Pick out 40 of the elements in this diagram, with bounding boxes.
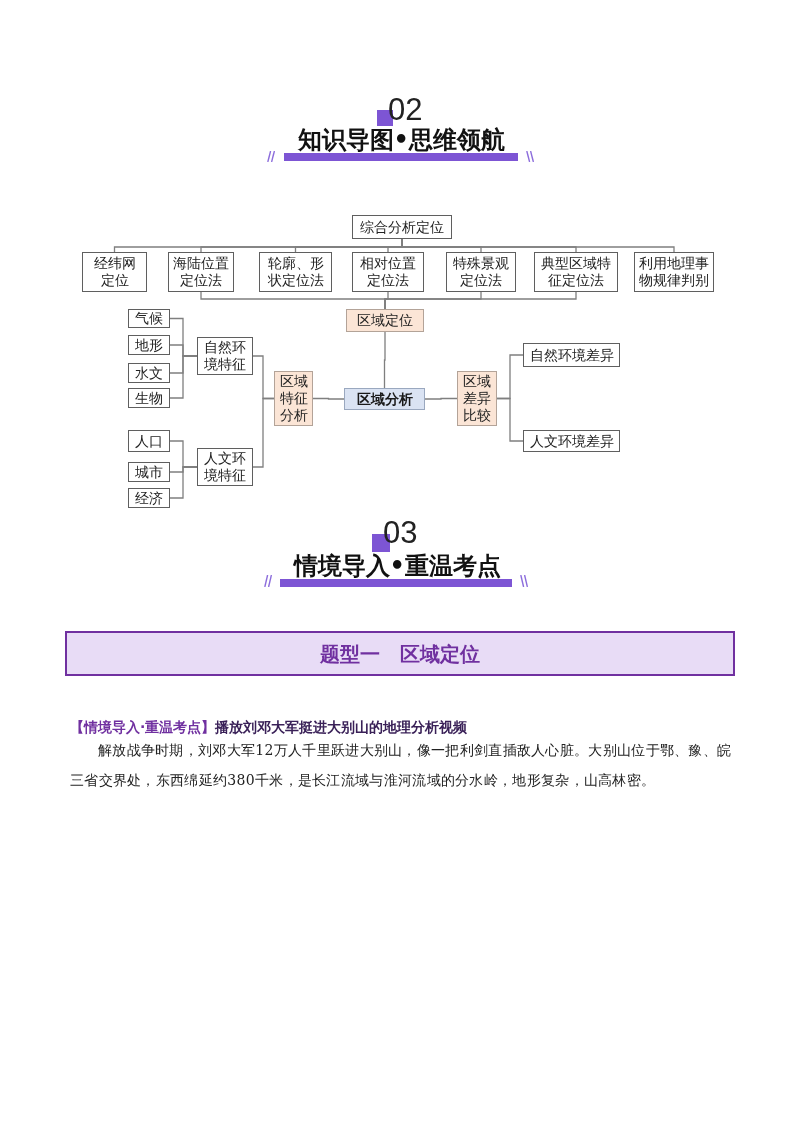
method-box: 特殊景观定位法	[446, 252, 516, 292]
topic-box: 区域定位	[346, 309, 424, 332]
section-number: 03	[383, 514, 418, 552]
connector-line	[384, 291, 577, 310]
leaf-box: 人文环境差异	[523, 430, 620, 452]
branch-box: 区域差异比较	[457, 371, 497, 426]
section-heading: 情境导入•重温考点	[293, 554, 501, 578]
connector-line	[424, 397, 458, 400]
method-box: 经纬网定位	[82, 252, 147, 292]
leaf-box: 经济	[128, 488, 170, 508]
leaf-box: 自然环境差异	[523, 343, 620, 367]
topic-box: 综合分析定位	[352, 215, 452, 239]
leaf-box: 人口	[128, 430, 170, 452]
method-box: 海陆位置定位法	[168, 252, 234, 292]
branch-box: 人文环境特征	[197, 448, 253, 486]
leaf-box: 水文	[128, 363, 170, 383]
method-box: 相对位置定位法	[352, 252, 424, 292]
leaf-box: 地形	[128, 335, 170, 355]
leaf-box: 城市	[128, 462, 170, 482]
subheading: 播放刘邓大军挺进大别山的地理分析视频	[215, 718, 467, 736]
method-box: 利用地理事物规律判别	[634, 252, 714, 292]
connector-line	[169, 466, 198, 499]
connector-line	[496, 397, 524, 442]
title-banner: 题型一 区域定位	[65, 631, 735, 676]
method-box: 轮廓、形状定位法	[259, 252, 332, 292]
leaf-box: 气候	[128, 309, 170, 328]
connector-line	[169, 355, 198, 399]
branch-box: 区域特征分析	[274, 371, 313, 426]
body-paragraph: 解放战争时期，刘邓大军12万人千里跃进大别山，像一把利剑直插敌人心脏。大别山位于鄂、豫、皖三省交界处，东西绵延约380千米，是长江流域与淮河流域的分水岭，地形复杂，山高林密。	[70, 741, 733, 790]
central-topic-box: 区域分析	[344, 388, 425, 410]
connector-line	[312, 397, 345, 400]
section-number: 02	[388, 91, 423, 128]
leaf-box: 生物	[128, 388, 170, 408]
branch-box: 自然环境特征	[197, 337, 253, 375]
subheading-tag: 【情境导入·重温考点】	[70, 718, 216, 736]
section-heading: 知识导图•思维领航	[297, 128, 505, 152]
connector-line	[401, 238, 675, 253]
connector-line	[252, 397, 275, 468]
connector-line	[383, 331, 386, 389]
method-box: 典型区域特征定位法	[534, 252, 618, 292]
